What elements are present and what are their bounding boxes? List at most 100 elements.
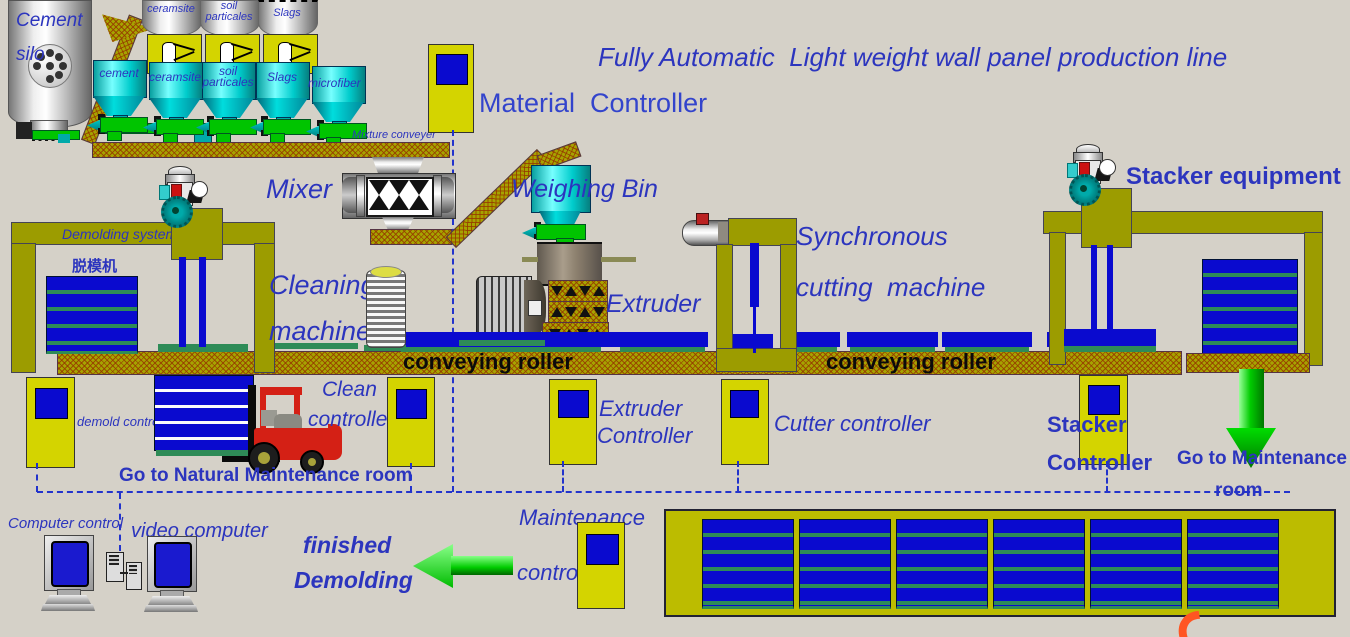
hopper-soil: soil particales: [202, 62, 256, 126]
silo-flange: [28, 44, 72, 88]
conveyor-strip: [401, 347, 601, 352]
demold-controller-box[interactable]: [26, 377, 75, 468]
cement-silo-label-2: silo: [16, 44, 45, 65]
hopper-cement: cement: [93, 60, 147, 124]
glyph-line: [231, 50, 253, 62]
glyph-line: [173, 43, 195, 51]
stored-panel-stack: [1187, 519, 1279, 609]
hopper-feeder: [143, 116, 204, 143]
controller-screen: [436, 54, 468, 85]
cleaning-label-2: machine: [269, 316, 372, 346]
computer-control-label: Computer control: [8, 515, 124, 532]
monitor-screen: [51, 541, 89, 587]
extruder-controller-label-1: Extruder: [599, 396, 683, 421]
cutting-leg-right: [780, 244, 797, 354]
top-silo-soil: [200, 0, 260, 37]
forklift-roof: [260, 387, 302, 395]
mixer-drum-band: [366, 177, 434, 217]
stored-panel-stack: [799, 519, 891, 609]
conveying-roller-label-left: conveying roller: [403, 349, 573, 374]
hopper-ceramsite: ceramsite: [148, 62, 203, 126]
controller-screen: [730, 390, 759, 418]
stored-panel-stack: [702, 519, 794, 609]
cleaning-label-1: Cleaning: [269, 270, 376, 300]
cutter-blade-tip: [753, 307, 756, 353]
go-natural-label: Go to Natural Maintenance room: [119, 465, 413, 486]
cutter-blade: [750, 243, 759, 307]
cutter-motor-cap: [718, 222, 730, 242]
hopper-label: Slags: [266, 70, 298, 84]
hopper-label: soil particales: [202, 64, 254, 89]
glyph-line: [173, 50, 195, 62]
maintenance-room-storage: [664, 509, 1336, 617]
forklift-wheel: [300, 450, 324, 474]
bus-stub: [119, 493, 121, 551]
down-arrow-shaft: [1239, 369, 1264, 429]
extruder-screw-section: [548, 301, 608, 323]
stacker-equipment-label: Stacker equipment: [1126, 163, 1341, 190]
mixture-conveyer: [92, 142, 450, 158]
maintenance-controller-box[interactable]: [577, 522, 625, 609]
clean-controller-box[interactable]: [387, 377, 435, 467]
demolding-rod: [179, 257, 186, 347]
demold-panel-stack: [46, 276, 138, 354]
cutting-base: [716, 348, 797, 372]
material-controller-link: [452, 130, 454, 492]
conveying-roller: [57, 351, 1182, 375]
hopper-label: ceramsite: [148, 70, 201, 84]
top-silo-label: Slags: [273, 7, 301, 19]
forklift-panel-load: [154, 375, 254, 451]
conveyor-panel: [398, 332, 708, 347]
cutter-controller-box[interactable]: [721, 379, 769, 465]
extruder-controller-label-2: Controller: [597, 423, 693, 448]
drum-pin: [601, 257, 636, 262]
mixture-conveyer-label: Mixture conveyer: [352, 129, 436, 141]
left-arrow-shaft: [451, 556, 513, 575]
conveyor-block: [58, 134, 70, 143]
controller-screen: [1088, 385, 1120, 415]
extruder-controller-box[interactable]: [549, 379, 597, 465]
conveyor-strip: [850, 347, 935, 352]
hopper-slags: Slags: [256, 62, 310, 126]
demolding-cn-label: 脱模机: [72, 258, 118, 275]
demolding-hoist-motor: [158, 166, 208, 228]
cutting-leg-left: [716, 244, 733, 352]
stacker-leg-right: [1304, 232, 1323, 366]
go-maintenance-label-2: room: [1215, 480, 1263, 501]
left-arrow-icon: [413, 544, 453, 588]
bus-stub: [410, 463, 412, 492]
stacker-hoist-motor: [1066, 144, 1116, 206]
go-maintenance-label-1: Go to Maintenance: [1177, 448, 1347, 469]
cutting-label-2: cutting machine: [796, 272, 986, 302]
clean-controller-label-2: controller: [308, 408, 395, 431]
extruder-motor: [476, 276, 546, 342]
mixer-discharge-conveyor: [370, 229, 452, 245]
stacker-controller-label-1: Stacker: [1047, 412, 1127, 437]
demold-control-label: demold control: [77, 414, 163, 429]
stacker-leg-left: [1049, 232, 1066, 365]
finished-label-1: finished: [303, 532, 392, 558]
material-controller-box[interactable]: [428, 44, 474, 133]
stacker-lift-platform: [1064, 329, 1156, 346]
hopper-feeder: [250, 116, 311, 143]
demolding-leg-left: [11, 243, 36, 373]
cutting-beam: [728, 218, 797, 246]
glyph-line: [289, 43, 311, 51]
hopper-label: cement: [99, 66, 139, 80]
stacker-controller-box[interactable]: [1079, 375, 1128, 465]
hopper-microfiber: microfiber: [308, 66, 366, 130]
flange-bolts: [46, 62, 54, 70]
silo-screw-conveyor: [32, 130, 80, 140]
stacker-controller-label-2: Controller: [1047, 450, 1153, 475]
finished-label-2: Demolding: [294, 567, 413, 593]
conveyor-panel: [787, 332, 840, 347]
demolding-rod: [199, 257, 206, 347]
conveyor-panel: [942, 332, 1032, 347]
silo-discharge-motor: [16, 122, 32, 139]
conveyor-strip: [790, 347, 837, 352]
glyph-line: [289, 50, 311, 62]
weighing-bin-label: Weighing Bin: [511, 175, 658, 203]
forklift: [150, 372, 345, 474]
extruder-label: Extruder: [606, 290, 701, 318]
extruder-screw-section: [548, 280, 608, 302]
